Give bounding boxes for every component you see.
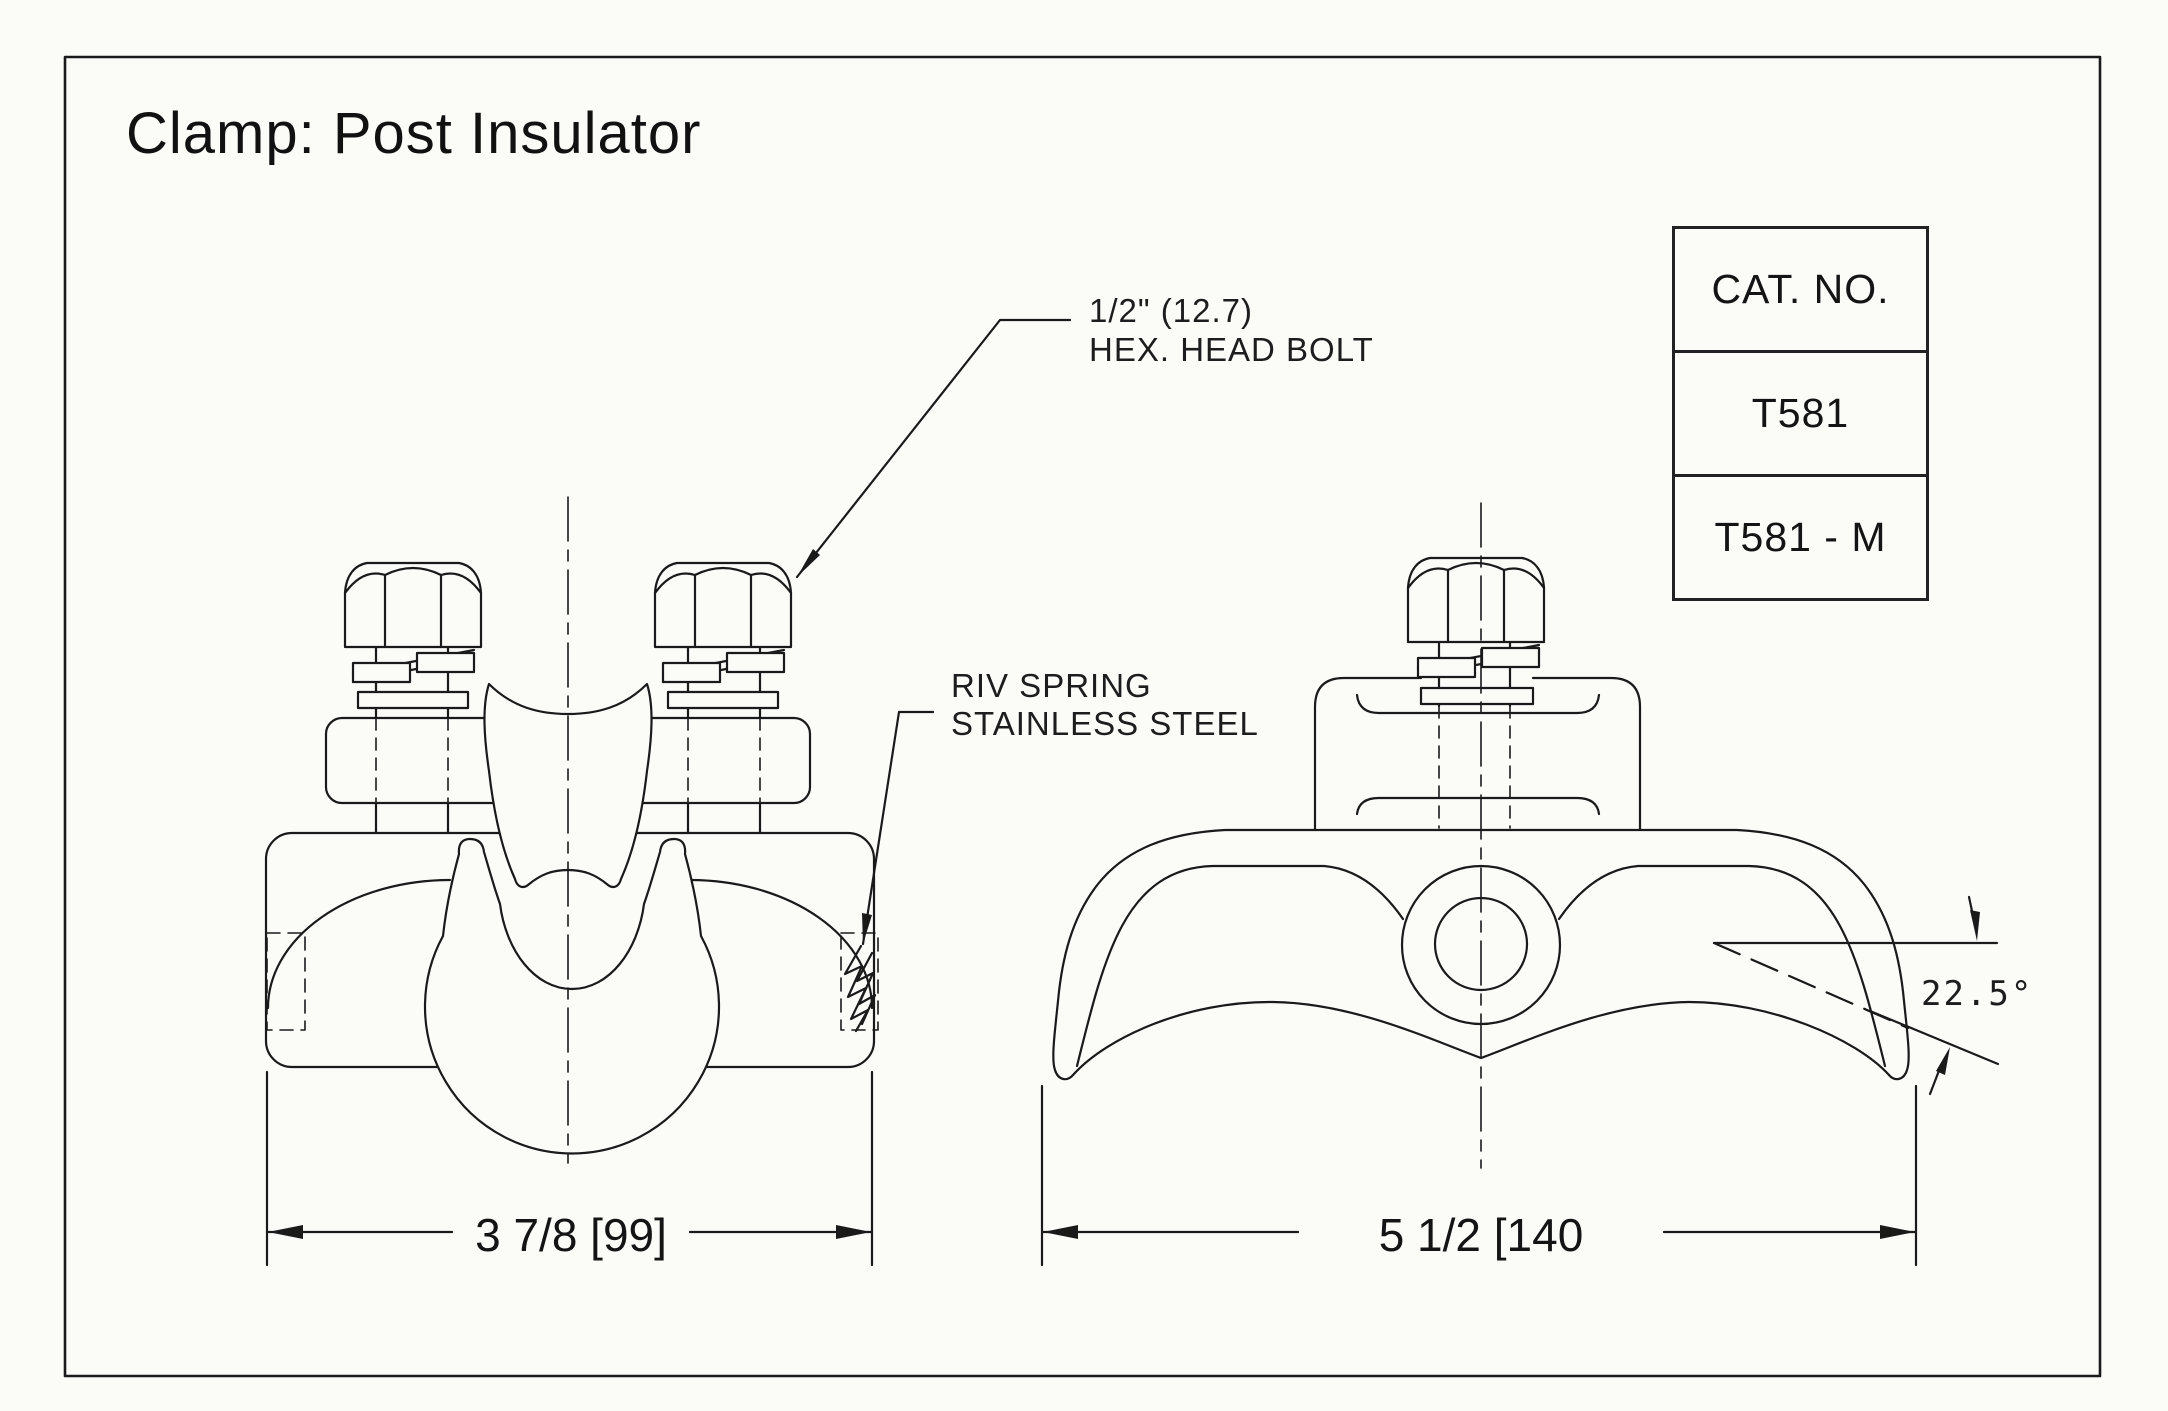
catalog-table: CAT. NO. T581 T581 - M xyxy=(1672,226,1929,601)
side-keeper-block xyxy=(1313,676,1642,833)
dimension-front-width xyxy=(265,1070,874,1267)
side-view xyxy=(1052,502,1910,1169)
front-width-label: 3 7/8 [99] xyxy=(475,1209,667,1261)
catalog-number: T581 xyxy=(1675,350,1926,474)
front-view xyxy=(264,496,879,1164)
flange-angle-label: 22.5° xyxy=(1921,974,2034,1014)
flat-washer-side xyxy=(1419,686,1535,706)
hidden-pocket-left xyxy=(266,932,306,1031)
side-inner-contour-left xyxy=(1075,864,1405,1068)
dimension-side-width xyxy=(1040,1084,1918,1267)
sheet-border xyxy=(63,55,2102,1378)
hidden-pocket-right xyxy=(840,932,879,1031)
spring-washer-left xyxy=(351,648,476,684)
angle-dimension xyxy=(1712,895,2000,1096)
riv-spring-note-line1: RIV SPRING xyxy=(951,667,1152,704)
flat-washer-left xyxy=(356,690,470,710)
saddle-keeper xyxy=(483,682,653,889)
hex-bolt-note-line1: 1/2" (12.7) xyxy=(1089,292,1253,329)
body-recess-arc-left xyxy=(266,878,452,1010)
hex-bolt-head-right xyxy=(653,561,793,649)
page-title: Clamp: Post Insulator xyxy=(126,101,702,166)
flat-washer-right xyxy=(666,690,780,710)
hex-bolt-head-side xyxy=(1406,556,1546,644)
body-recess-arc-right xyxy=(688,878,874,1010)
leader-riv-spring xyxy=(861,710,935,946)
hex-bolt-head-left xyxy=(343,561,483,649)
side-inner-contour-right xyxy=(1557,864,1887,1068)
riv-spring-note-line2: STAINLESS STEEL xyxy=(951,705,1259,742)
spring-washer-side xyxy=(1416,643,1541,679)
side-width-label: 5 1/2 [140 xyxy=(1378,1209,1584,1261)
riv-spring-zigzag xyxy=(843,944,877,1033)
spring-washer-right xyxy=(661,648,786,684)
catalog-number-metric: T581 - M xyxy=(1675,474,1926,598)
hex-bolt-note-line2: HEX. HEAD BOLT xyxy=(1089,331,1374,368)
insulator-profile xyxy=(423,837,721,1155)
leader-hex-bolt xyxy=(795,318,1072,579)
catalog-header: CAT. NO. xyxy=(1711,266,1890,312)
